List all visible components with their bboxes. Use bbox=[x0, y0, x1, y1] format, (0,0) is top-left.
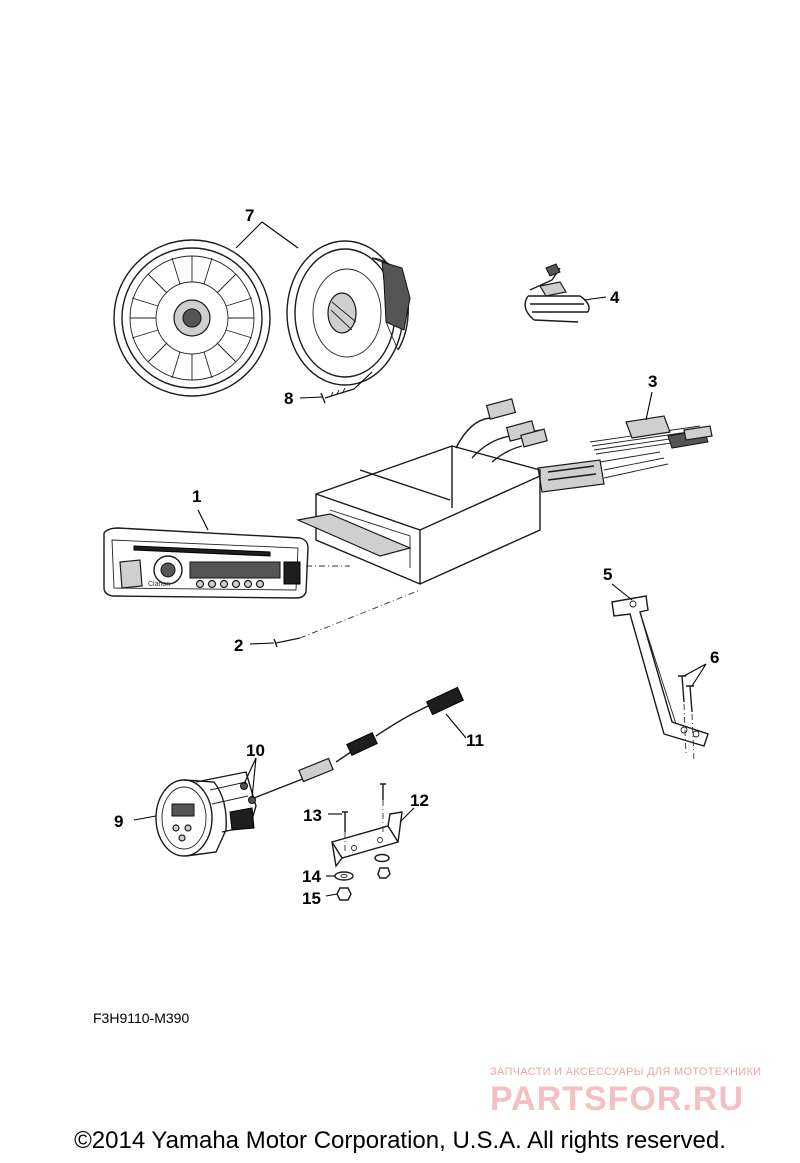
callout-12: 12 bbox=[410, 791, 429, 810]
leader-lines bbox=[133, 221, 707, 897]
copyright-notice: ©2014 Yamaha Motor Corporation, U.S.A. A… bbox=[74, 1127, 726, 1154]
radio-brand-label: Clarion bbox=[148, 581, 170, 588]
callout-5: 5 bbox=[603, 565, 612, 584]
callout-10: 10 bbox=[246, 741, 265, 760]
mounting-bracket bbox=[611, 595, 709, 747]
screw-2 bbox=[273, 589, 421, 648]
callout-1: 1 bbox=[192, 487, 201, 506]
wire-harness-4 bbox=[524, 263, 590, 323]
callout-9: 9 bbox=[114, 812, 123, 831]
callout-3: 3 bbox=[648, 372, 657, 391]
remote-control-unit bbox=[155, 686, 465, 857]
watermark-subtitle: ЗАПЧАСТИ И АКСЕССУАРЫ ДЛЯ МОТОТЕХНИКИ bbox=[490, 1066, 762, 1078]
screws-6 bbox=[678, 675, 695, 761]
callout-8: 8 bbox=[284, 389, 293, 408]
callout-11: 11 bbox=[466, 731, 484, 750]
callout-13: 13 bbox=[303, 806, 322, 825]
callout-labels: 7 1 2 3 4 5 6 8 9 10 11 12 13 14 15 bbox=[114, 206, 719, 908]
speaker-grille bbox=[113, 239, 271, 397]
screw-8 bbox=[320, 371, 373, 404]
callout-14: 14 bbox=[302, 867, 321, 886]
callout-4: 4 bbox=[610, 288, 620, 307]
radio-sleeve bbox=[295, 398, 548, 585]
nut-15 bbox=[336, 867, 391, 901]
diagram-code: F3H9110-M390 bbox=[93, 1010, 190, 1026]
bolt-13 bbox=[342, 783, 386, 852]
callout-2: 2 bbox=[234, 636, 243, 655]
callout-15: 15 bbox=[302, 889, 321, 908]
speaker bbox=[286, 240, 411, 386]
radio-faceplate: Clarion bbox=[103, 527, 350, 599]
wire-harness-3 bbox=[537, 415, 713, 493]
callout-7: 7 bbox=[245, 206, 254, 225]
watermark-site: PARTSFOR.RU bbox=[490, 1080, 745, 1118]
small-bracket bbox=[330, 811, 403, 868]
callout-6: 6 bbox=[710, 648, 719, 667]
washer-14 bbox=[334, 853, 390, 881]
